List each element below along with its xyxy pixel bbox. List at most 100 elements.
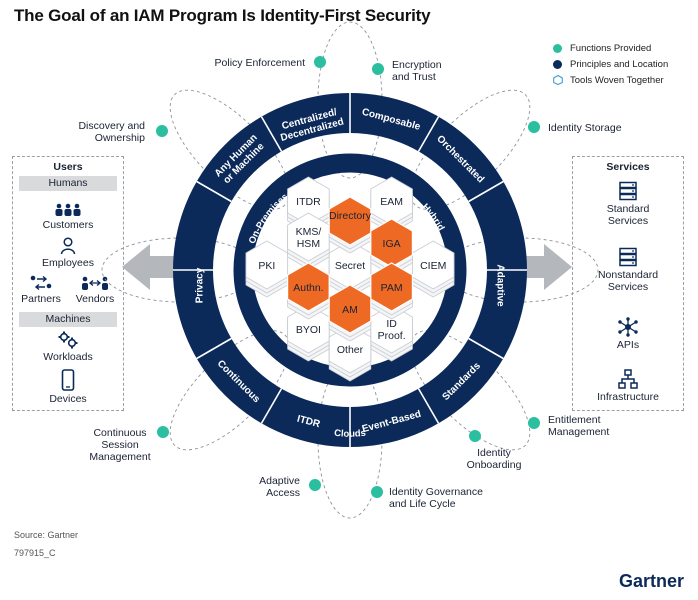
function-dot xyxy=(469,430,481,442)
right-arrow xyxy=(512,244,572,290)
hex-other: Other xyxy=(328,324,372,382)
inner-label-on-premises: On-Premises xyxy=(247,191,291,245)
hex-iga: IGA xyxy=(370,218,414,276)
infrastructure-label: Infrastructure xyxy=(597,391,659,403)
apis-item: APIs xyxy=(583,317,673,351)
workloads-label: Workloads xyxy=(43,351,93,363)
orbit-loop xyxy=(169,89,290,210)
orbit-loop xyxy=(317,21,383,179)
legend-label: Principles and Location xyxy=(570,58,669,70)
hex-am: AM xyxy=(328,284,372,342)
nonstandard-services-label-1: Nonstandard xyxy=(597,269,659,281)
label-policy-enforcement: Policy Enforcement xyxy=(215,57,306,69)
figure-code: 797915_C xyxy=(14,548,56,558)
mobile-device-icon xyxy=(61,369,75,391)
function-dot xyxy=(528,121,540,133)
ring-label-event-based: Event-Based xyxy=(361,409,422,435)
hex-directory: Directory​ xyxy=(328,196,372,254)
inner-label-clouds: Clouds xyxy=(334,428,367,440)
standard-services-item: Standard Services xyxy=(583,181,673,227)
teal-dot-icon xyxy=(553,43,562,53)
outer-ring xyxy=(173,93,527,447)
employees-item: Employees xyxy=(35,237,101,269)
services-title: Services xyxy=(606,161,650,173)
ring-label-orchestrated: Orchestrated xyxy=(434,134,486,186)
legend-item-tools: Tools Woven Together xyxy=(553,72,668,88)
function-dots xyxy=(156,56,540,498)
infrastructure-item: Infrastructure xyxy=(583,369,673,403)
workloads-item: Workloads xyxy=(35,331,101,363)
customers-label: Customers xyxy=(42,219,94,231)
function-dot xyxy=(309,479,321,491)
server-icon xyxy=(619,181,637,201)
ring-label-centralized: Centralized/Decentralized xyxy=(277,106,346,144)
left-arrow xyxy=(122,244,182,290)
svg-text:Authn.: Authn. xyxy=(293,282,323,294)
hex-pki: PKI xyxy=(245,240,289,298)
svg-text:Secret: Secret xyxy=(335,260,365,272)
svg-text:BYOI: BYOI xyxy=(296,324,321,336)
orbit-loop xyxy=(169,330,290,451)
svg-text:CIEM: CIEM xyxy=(420,260,446,272)
svg-text:EAM: EAM xyxy=(380,196,403,208)
partners-label: Partners xyxy=(21,293,61,305)
orbit-loop xyxy=(101,237,259,303)
legend-item-functions: Functions Provided xyxy=(553,40,668,56)
function-dot xyxy=(314,56,326,68)
employees-label: Employees xyxy=(42,257,94,269)
svg-text:PAM: PAM xyxy=(381,282,403,294)
svg-text:PKI: PKI xyxy=(258,260,275,272)
orbit-loop xyxy=(317,361,383,519)
customers-icon xyxy=(55,203,81,216)
function-dot xyxy=(156,125,168,137)
devices-item: Devices xyxy=(35,369,101,405)
ring-label-composable: Composable xyxy=(361,107,422,133)
hex-byoi: BYOI xyxy=(287,304,330,362)
orbit-loops xyxy=(101,21,599,519)
machines-band: Machines xyxy=(19,312,117,327)
devices-label: Devices xyxy=(49,393,87,405)
page-title: The Goal of an IAM Program Is Identity-F… xyxy=(14,6,431,25)
function-dot xyxy=(157,426,169,438)
api-icon xyxy=(618,317,638,337)
services-panel: Services Standard Services Nonstandard S… xyxy=(572,156,684,411)
workloads-icon xyxy=(58,331,78,349)
hex-secret: Secret xyxy=(328,240,372,298)
orbit-loop xyxy=(410,330,531,451)
svg-text:ITDR: ITDR xyxy=(296,196,321,208)
navy-dot-icon xyxy=(553,59,562,69)
ring-label-itdr: ITDR xyxy=(296,414,322,431)
inner-ring xyxy=(233,153,467,387)
vendors-icon xyxy=(82,276,108,290)
hex-kms-hsm: KMS/HSM xyxy=(287,212,330,270)
vendors-label: Vendors xyxy=(75,293,115,305)
hex-pam: PAM xyxy=(370,262,414,320)
nonstandard-services-label-2: Services xyxy=(607,281,649,293)
hex-authn: Authn. xyxy=(286,262,330,320)
server-icon xyxy=(619,247,637,267)
standard-services-label-2: Services xyxy=(607,215,649,227)
users-title: Users xyxy=(53,161,83,173)
svg-text:AM: AM xyxy=(342,304,358,316)
ring-label-continuous: Continuous xyxy=(215,358,262,405)
orbit-loop xyxy=(410,89,531,210)
partners-item: Partners xyxy=(13,275,69,305)
network-hierarchy-icon xyxy=(618,369,638,389)
vendors-item: Vendors xyxy=(67,275,123,305)
legend-label: Tools Woven Together xyxy=(570,74,664,86)
partners-icon xyxy=(30,275,52,291)
svg-text:KMS/HSM: KMS/HSM xyxy=(296,226,322,250)
hex-ciem: CIEM xyxy=(411,240,455,298)
hexagon-icon xyxy=(553,75,563,85)
outer-ring-dividers xyxy=(173,93,527,447)
function-dot xyxy=(528,417,540,429)
apis-label: APIs xyxy=(616,339,640,351)
function-dot xyxy=(372,63,384,75)
source-note: Source: Gartner xyxy=(14,530,79,540)
label-identity-storage: Identity Storage xyxy=(548,122,622,134)
